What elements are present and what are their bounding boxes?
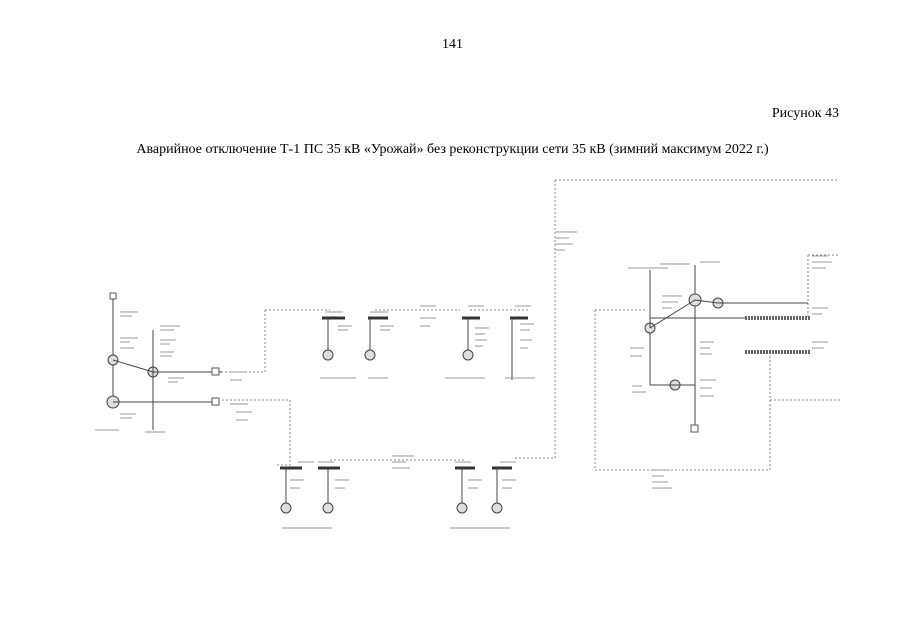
annotation-marks [95, 231, 832, 529]
right-bus-link [649, 317, 745, 328]
link-upper [112, 359, 222, 373]
upper-middle-substations [322, 316, 528, 380]
right-link [649, 299, 808, 329]
line-right-vertical [515, 180, 556, 459]
connecting-lines [222, 179, 840, 471]
page-number: 141 [442, 37, 463, 52]
line-right-loop [769, 352, 840, 401]
source-node-icon [690, 424, 699, 433]
load-icon [491, 502, 503, 514]
line-left-drop [222, 310, 266, 373]
source-node-icon [109, 292, 117, 300]
load-icon [322, 349, 334, 361]
load-icon [456, 502, 468, 514]
line-bottom-right [680, 360, 771, 471]
switch-icon [211, 397, 220, 406]
load-icon [462, 349, 474, 361]
lower-middle-substations [280, 466, 512, 514]
figure-label: Рисунок 43 [771, 106, 839, 121]
load-icon [280, 502, 292, 514]
load-icon [364, 349, 376, 361]
load-icon [322, 502, 334, 514]
line-lower-left [275, 400, 291, 466]
line-right-bottom [594, 310, 680, 471]
switch-icon [211, 367, 220, 376]
right-substation [644, 265, 810, 433]
left-substation [106, 292, 222, 430]
figure-caption: Аварийное отключение Т-1 ПС 35 кВ «Урожа… [136, 142, 769, 157]
